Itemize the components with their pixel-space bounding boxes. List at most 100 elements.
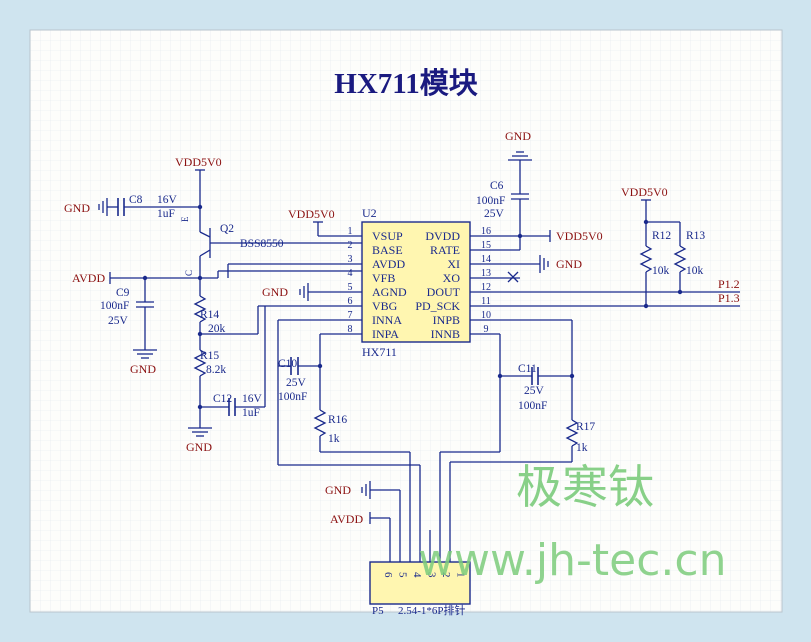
gnd-symbol-c6 (508, 151, 532, 161)
chip-pin-name: INNA (372, 313, 402, 327)
r14-ref: R14 (200, 309, 219, 321)
chip-pin-number: 1 (348, 226, 353, 237)
watermark-brand: 极寒钛 (516, 460, 654, 514)
chip-pin-number: 3 (348, 254, 353, 265)
chip-pin-name: AVDD (372, 257, 405, 271)
c11-value: 100nF (518, 400, 547, 412)
r17-ref: R17 (576, 421, 595, 433)
chip-pin-name: XO (443, 271, 461, 285)
chip-pin-name: RATE (430, 243, 460, 257)
net-label-gnd-c12: GND (186, 440, 212, 454)
c10-ref: C10 (278, 358, 297, 370)
c9-voltage: 25V (108, 315, 129, 327)
c8-voltage: 16V (157, 194, 178, 206)
c6-value: 100nF (476, 195, 505, 207)
c10-voltage: 25V (286, 377, 307, 389)
chip-pin-name: INNB (431, 327, 460, 341)
connector-pin-number: 1 (455, 572, 467, 578)
chip-pin-number: 16 (481, 226, 491, 237)
c6-ref: C6 (490, 180, 504, 192)
chip-pin-name: XI (447, 257, 460, 271)
connector-desc: 2.54-1*6P排针 (398, 603, 466, 617)
net-label-p13: P1.3 (718, 291, 740, 305)
r14-value: 20k (208, 323, 226, 335)
chip-pin-name: VBG (372, 299, 398, 313)
chip-ref: U2 (362, 206, 377, 220)
chip-pin-number: 10 (481, 310, 491, 321)
c8-value: 1uF (157, 208, 175, 220)
net-label-gnd-c6: GND (505, 129, 531, 143)
gnd-symbol-c12 (188, 427, 212, 437)
r16-value: 1k (328, 433, 340, 445)
page-title: HX711模块 (334, 67, 477, 100)
c9-ref: C9 (116, 287, 130, 299)
connector-pin-number: 5 (397, 572, 409, 578)
component-labels: Q2 BSS8550 E C C8 16V 1uF C9 100nF 25V R… (100, 180, 705, 454)
sheet-border (29, 29, 783, 613)
c12-voltage: 16V (242, 393, 263, 405)
net-label-vdd-c6: VDD5V0 (556, 229, 603, 243)
chip-pin-name: DVDD (425, 229, 460, 243)
net-label-gnd-c9: GND (130, 362, 156, 376)
wires (107, 160, 740, 562)
net-label-p12: P1.2 (718, 277, 740, 291)
gnd-symbol-c9 (133, 349, 157, 359)
chip-pin-number: 11 (481, 296, 491, 307)
watermark-url: www.jh-tec.cn (418, 535, 726, 586)
chip-name: HX711 (362, 345, 397, 359)
chip-pin-name: VFB (372, 271, 395, 285)
junctions (142, 204, 683, 410)
r13-value: 10k (686, 265, 704, 277)
connector-ref: P5 (372, 605, 384, 617)
q2-emitter-label: E (180, 216, 190, 222)
chip-pin-number: 5 (348, 282, 353, 293)
net-label-gnd-xi: GND (556, 257, 582, 271)
chip-pin-number: 9 (484, 324, 489, 335)
chip-pin-number: 12 (481, 282, 491, 293)
chip-pin-name: VSUP (372, 229, 403, 243)
chip-pin-name: BASE (372, 243, 403, 257)
connector-pin-number: 3 (426, 572, 438, 578)
q2-collector-label: C (184, 270, 194, 276)
net-label-vdd-top: VDD5V0 (175, 155, 222, 169)
c11-ref: C11 (518, 363, 537, 375)
chip-pin-name: DOUT (427, 285, 461, 299)
r15-value: 8.2k (206, 364, 226, 376)
connector-p5-body (369, 561, 471, 605)
hx711-chip-body (361, 221, 471, 343)
chip-pin-name: AGND (372, 285, 407, 299)
net-label-avdd: AVDD (72, 271, 105, 285)
r12-value: 10k (652, 265, 670, 277)
chip-pin-number: 2 (348, 240, 353, 251)
chip-right-pins: 16DVDD15RATE14XI13XO12DOUT11PD_SCK10INPB… (415, 226, 491, 341)
capacitor-plates (117, 198, 539, 416)
c6-voltage: 25V (484, 208, 505, 220)
net-label-vdd-r12: VDD5V0 (621, 185, 668, 199)
r17-value: 1k (576, 442, 588, 454)
chip-pin-number: 4 (348, 268, 353, 279)
c9-value: 100nF (100, 300, 129, 312)
net-label-group: VDD5V0 VDD5V0 VDD5V0 VDD5V0 GND GND GND … (64, 129, 740, 526)
net-label-gnd-u2: GND (262, 285, 288, 299)
c12-value: 1uF (242, 407, 260, 419)
net-label-vdd-u2: VDD5V0 (288, 207, 335, 221)
r16-ref: R16 (328, 414, 347, 426)
c11-voltage: 25V (524, 385, 545, 397)
gnd-symbol-c8 (98, 198, 108, 216)
r12-ref: R12 (652, 230, 671, 242)
chip-pin-number: 15 (481, 240, 491, 251)
c10-value: 100nF (278, 391, 307, 403)
net-label-avdd-p5: AVDD (330, 512, 363, 526)
c12-ref: C12 (213, 393, 232, 405)
c8-ref: C8 (129, 194, 143, 206)
ground-symbols (98, 151, 549, 499)
q2-part: BSS8550 (240, 238, 284, 250)
net-label-gnd-c8: GND (64, 201, 90, 215)
connector-pin-number: 6 (382, 572, 394, 578)
chip-pin-name: INPB (433, 313, 460, 327)
chip-pin-number: 13 (481, 268, 491, 279)
net-label-gnd-p5: GND (325, 483, 351, 497)
chip-pin-number: 8 (348, 324, 353, 335)
